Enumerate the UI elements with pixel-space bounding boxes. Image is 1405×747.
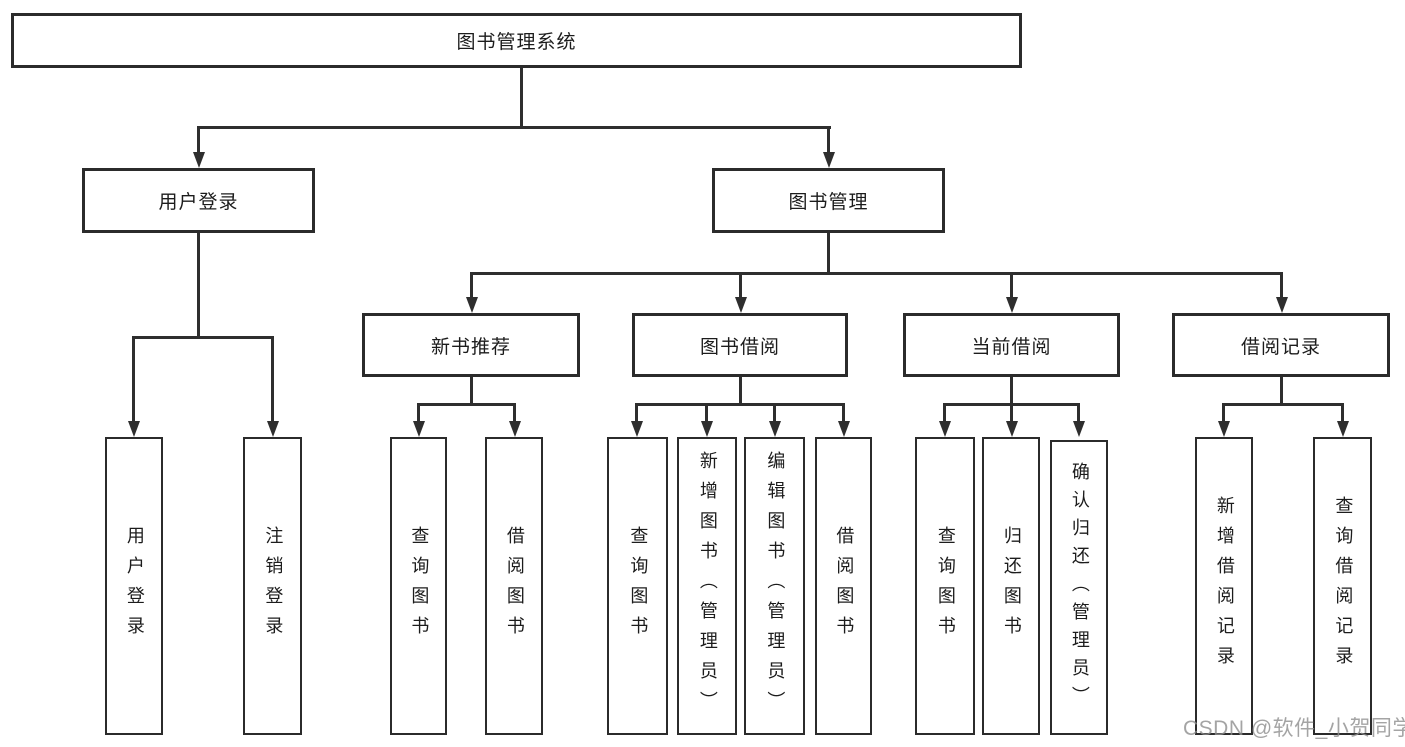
leaf-label: 查询图书: [409, 526, 430, 646]
node-label: 图书借阅: [699, 336, 780, 358]
arrow-to-new-book-recommend: [470, 272, 473, 297]
connector-root-hline: [197, 126, 831, 129]
connector-book-borrow-stem: [739, 377, 742, 403]
leaf-bw-add-books-admin: 新增图书（管理员）: [677, 437, 737, 735]
leaf-rec-query-record: 查询借阅记录: [1313, 437, 1372, 735]
leaf-label: 查询图书: [628, 526, 649, 646]
arrow-to-leaf-logout: [271, 336, 274, 421]
leaf-nb-borrow-books: 借阅图书: [485, 437, 543, 735]
connector-user-login-hline: [132, 336, 274, 339]
leaf-nb-query-books: 查询图书: [390, 437, 447, 735]
leaf-label: 查询图书: [935, 526, 956, 646]
node-label: 用户登录: [158, 192, 239, 213]
arrow-to-nb-borrow-books: [513, 403, 516, 421]
csdn-watermark: CSDN @软件_小贺同学: [1183, 717, 1405, 740]
node-label: 新书推荐: [430, 336, 511, 358]
node-book-management: 图书管理: [712, 168, 945, 233]
leaf-cur-query-books: 查询图书: [915, 437, 975, 735]
arrow-to-borrow-records: [1280, 272, 1283, 297]
leaf-cur-return-books: 归还图书: [982, 437, 1040, 735]
arrow-to-bw-query-books: [635, 403, 638, 421]
arrow-to-current-borrow: [1010, 272, 1013, 297]
leaf-label: 新增图书（管理员）: [697, 451, 718, 721]
connector-new-book-hline: [417, 403, 516, 406]
leaf-bw-edit-books-admin: 编辑图书（管理员）: [744, 437, 805, 735]
node-current-borrow: 当前借阅: [903, 313, 1120, 377]
connector-book-management-stem: [827, 233, 830, 272]
leaf-label: 查询借阅记录: [1333, 496, 1354, 676]
leaf-label: 归还图书: [1001, 526, 1022, 646]
arrow-to-leaf-user-login: [132, 336, 135, 421]
node-label: 借阅记录: [1240, 336, 1321, 358]
leaf-logout: 注销登录: [243, 437, 302, 735]
node-user-login: 用户登录: [82, 168, 315, 233]
arrow-to-bw-borrow-books: [842, 403, 845, 421]
arrow-to-rec-query-record: [1341, 403, 1344, 421]
connector-book-borrow-hline: [635, 403, 845, 406]
leaf-rec-add-record: 新增借阅记录: [1195, 437, 1253, 735]
arrow-to-bw-add-books: [705, 403, 708, 421]
node-new-book-recommend: 新书推荐: [362, 313, 580, 377]
node-library-management-system: 图书管理系统: [11, 13, 1022, 68]
leaf-label: 借阅图书: [504, 526, 525, 646]
node-book-borrow: 图书借阅: [632, 313, 848, 377]
leaf-label: 编辑图书（管理员）: [765, 451, 786, 721]
arrow-to-cur-confirm-return: [1077, 403, 1080, 421]
arrow-to-cur-return-books: [1010, 403, 1013, 421]
connector-borrow-records-stem: [1280, 377, 1283, 403]
leaf-label: 新增借阅记录: [1214, 496, 1235, 676]
node-borrow-records: 借阅记录: [1172, 313, 1390, 377]
connector-new-book-stem: [470, 377, 473, 403]
leaf-label: 确认归还（管理员）: [1069, 461, 1090, 714]
connector-current-borrow-stem: [1010, 377, 1013, 403]
leaf-label: 用户登录: [124, 526, 145, 646]
leaf-cur-confirm-return-admin: 确认归还（管理员）: [1050, 440, 1108, 735]
leaf-label: 借阅图书: [834, 526, 855, 646]
arrow-to-user-login: [197, 126, 200, 152]
arrow-to-nb-query-books: [417, 403, 420, 421]
leaf-bw-query-books: 查询图书: [607, 437, 668, 735]
arrow-to-cur-query-books: [943, 403, 946, 421]
node-label: 当前借阅: [971, 336, 1052, 358]
arrow-to-book-borrow: [739, 272, 742, 297]
arrow-to-bw-edit-books: [773, 403, 776, 421]
leaf-user-login: 用户登录: [105, 437, 163, 735]
leaf-bw-borrow-books: 借阅图书: [815, 437, 872, 735]
connector-borrow-records-hline: [1222, 403, 1343, 406]
connector-book-management-hline: [470, 272, 1283, 275]
node-label: 图书管理系统: [456, 32, 577, 53]
arrow-to-rec-add-record: [1222, 403, 1225, 421]
arrow-to-book-management: [827, 126, 830, 152]
connector-user-login-stem: [197, 233, 200, 336]
leaf-label: 注销登录: [263, 526, 284, 646]
node-label: 图书管理: [788, 192, 869, 213]
connector-root-stem: [520, 68, 523, 126]
